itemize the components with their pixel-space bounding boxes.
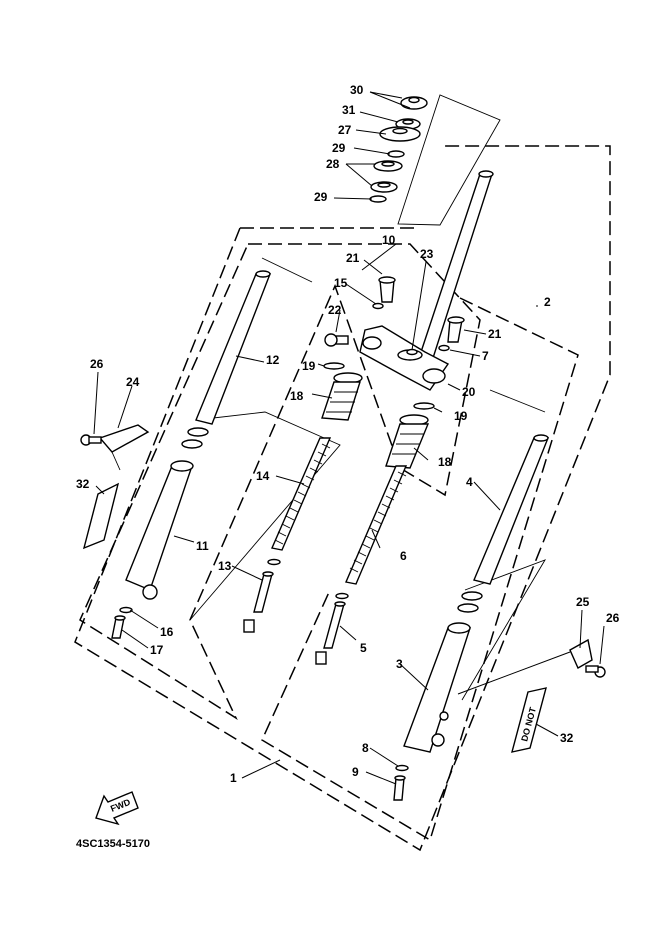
o-ring-15 [372, 302, 384, 310]
clip-right [457, 603, 479, 613]
left-fork [80, 257, 341, 639]
callout-29: 29 [314, 190, 328, 204]
fwd-arrow-icon: FWD [95, 791, 139, 826]
callout-9: 9 [352, 765, 359, 779]
clamp-19-left [323, 362, 345, 370]
clamp-19-right [413, 402, 435, 410]
under-bracket [359, 325, 450, 391]
dust-boot-18-left [321, 372, 363, 421]
bolt-21-left [378, 276, 396, 303]
callout-7: 7 [482, 349, 489, 363]
damper-rod-5 [323, 601, 346, 649]
callout-22: 22 [328, 303, 342, 317]
callout-23: 23 [420, 247, 434, 261]
callout-32: 32 [76, 477, 90, 491]
callout-12: 12 [266, 353, 280, 367]
o-ring-23 [406, 348, 418, 356]
screw-26-right [585, 665, 606, 678]
bolt-21-right [447, 316, 465, 343]
callout-14: 14 [256, 469, 270, 483]
callout-4: 4 [466, 475, 473, 489]
callout-1: 1 [230, 771, 237, 785]
callout-26: 26 [606, 611, 620, 625]
callout-27: 27 [338, 123, 352, 137]
callout-11: 11 [196, 539, 209, 553]
dust-boot-18-right [385, 414, 430, 469]
oil-seal-right [461, 591, 483, 601]
label-32-right: DO NOT [511, 687, 547, 753]
callout-32: 32 [560, 731, 574, 745]
diagram-code: 4SC1354-5170 [76, 838, 150, 850]
callout-28: 28 [326, 157, 340, 171]
gasket-8 [395, 764, 409, 772]
ring-nut-30 [400, 96, 428, 110]
cover-27 [379, 126, 421, 142]
callout-labels: 30 31 27 29 28 29 10 21 23 15 22 2 21 7 … [76, 83, 620, 785]
gasket-16 [119, 606, 133, 614]
clip-left [181, 439, 203, 449]
spring-14 [271, 437, 332, 551]
callout-6: 6 [400, 549, 407, 563]
assembly-2-boundary [261, 297, 579, 842]
callout-18: 18 [438, 455, 452, 469]
spring-6 [345, 465, 408, 585]
callout-13: 13 [218, 559, 232, 573]
spring-cap-right [335, 592, 349, 600]
callout-15: 15 [334, 276, 348, 290]
callout-30: 30 [350, 83, 364, 97]
assembly-1-boundary [74, 145, 611, 852]
washer-7 [438, 344, 450, 352]
bolt-9 [393, 775, 406, 801]
callout-26: 26 [90, 357, 104, 371]
callout-29: 29 [332, 141, 346, 155]
oil-lock-piece-left [243, 619, 255, 633]
callout-19: 19 [302, 359, 316, 373]
ball-race-29-top [387, 150, 405, 158]
screw-26-left [80, 434, 102, 446]
ball-race-29-bottom [369, 195, 387, 203]
callout-5: 5 [360, 641, 367, 655]
bearing-28-bottom [370, 181, 398, 193]
bracket-25 [457, 638, 593, 695]
callout-19: 19 [454, 409, 468, 423]
pinch-bolt-22 [324, 333, 349, 347]
oil-seal-left [187, 427, 209, 437]
callout-17: 17 [150, 643, 164, 657]
inner-tube-4 [473, 434, 550, 585]
assembly-10-boundary [79, 243, 481, 720]
callout-25: 25 [576, 595, 590, 609]
callout-31: 31 [342, 103, 356, 117]
inner-tube-12 [195, 270, 272, 425]
oil-lock-piece-right [315, 651, 327, 665]
label-32-left [82, 482, 120, 550]
right-fork: DO NOT [315, 389, 606, 801]
callout-21: 21 [488, 327, 502, 341]
outer-tube-3 [403, 622, 471, 753]
callout-2: 2 [544, 295, 551, 309]
callout-20: 20 [462, 385, 476, 399]
callout-8: 8 [362, 741, 369, 755]
leader-lines [93, 91, 605, 785]
callout-3: 3 [396, 657, 403, 671]
bolt-17 [111, 615, 126, 639]
callout-24: 24 [126, 375, 140, 389]
bracket-24 [98, 424, 150, 471]
callout-10: 10 [382, 233, 396, 247]
spring-cap-left [267, 558, 281, 566]
callout-18: 18 [290, 389, 304, 403]
bearing-28-top [373, 160, 403, 172]
outer-tube-11 [125, 460, 194, 600]
callout-16: 16 [160, 625, 174, 639]
callout-21: 21 [346, 251, 360, 265]
damper-rod-13 [253, 571, 274, 613]
